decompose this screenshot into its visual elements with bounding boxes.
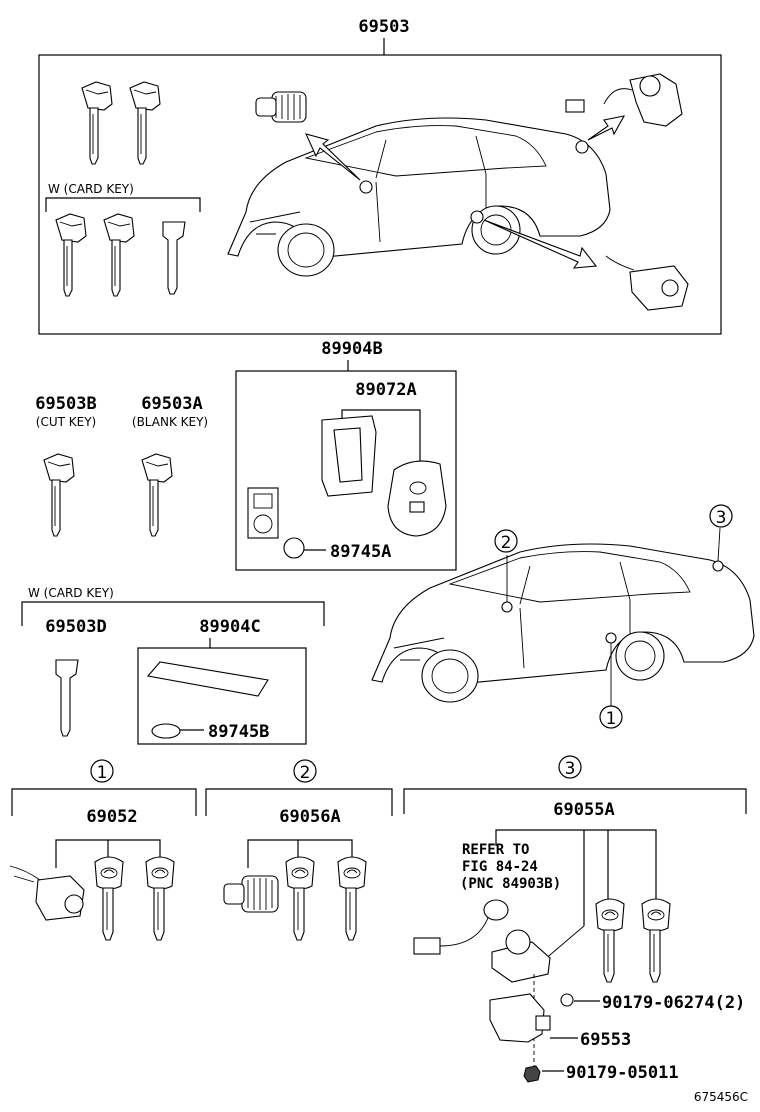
part-label-89904C: 89904C <box>199 617 260 637</box>
emergency-key-icon <box>162 221 186 295</box>
arrow-icon <box>483 219 598 269</box>
refer-line-3: (PNC 84903B) <box>460 876 561 892</box>
cut-key-caption: (CUT KEY) <box>36 415 96 429</box>
lock-bracket-icon <box>489 993 551 1043</box>
battery-icon <box>151 723 181 739</box>
illustration-code: 675456C <box>694 1090 748 1104</box>
key-icon <box>145 856 175 941</box>
trunk-lock-cylinder-icon <box>491 929 551 983</box>
door-lock-cylinder-icon <box>9 865 85 921</box>
cut-key-icon <box>43 453 75 537</box>
arrow-icon <box>305 133 361 181</box>
ignition-cylinder-icon <box>223 875 279 913</box>
blank-key-icon <box>141 453 173 537</box>
part-label-69503D: 69503D <box>45 617 106 637</box>
part-label-69503: 69503 <box>358 17 409 37</box>
part-label-69056A: 69056A <box>279 807 340 827</box>
emergency-key-icon <box>55 659 79 737</box>
part-label-69052: 69052 <box>86 807 137 827</box>
blank-key-caption: (BLANK KEY) <box>132 415 208 429</box>
transmitter-case-icon <box>321 415 377 497</box>
callout-3: 3 <box>716 508 727 528</box>
part-label-89745A: 89745A <box>330 542 391 562</box>
arrow-icon <box>587 115 626 141</box>
cut-key-icon <box>129 81 161 165</box>
part-label-69055A: 69055A <box>553 800 614 820</box>
section-3-marker: 3 <box>565 759 576 779</box>
refer-line-1: REFER TO <box>462 842 529 858</box>
part-label-69553: 69553 <box>580 1030 631 1050</box>
card-key-label: W (CARD KEY) <box>28 586 114 600</box>
key-icon <box>641 898 671 983</box>
refer-line-2: FIG 84-24 <box>462 859 538 875</box>
cut-key-icon <box>81 81 113 165</box>
nut-icon <box>523 1065 541 1083</box>
part-label-90179-06274: 90179-06274(2) <box>602 993 745 1013</box>
remote-kit-box <box>235 370 457 571</box>
card-key-icon <box>146 661 269 697</box>
vehicle-illustration <box>371 543 755 703</box>
key-icon <box>337 856 367 941</box>
door-lock-icon <box>605 255 689 311</box>
trunk-lock-harness-icon <box>413 899 509 955</box>
part-label-69503B: 69503B <box>35 394 96 414</box>
ignition-cylinder-icon <box>255 91 307 123</box>
vehicle-illustration <box>227 117 611 277</box>
battery-icon <box>283 537 305 559</box>
circuit-board-icon <box>247 487 279 539</box>
card-key-icon <box>55 213 87 297</box>
part-label-69503A: 69503A <box>141 394 202 414</box>
card-key-label: W (CARD KEY) <box>48 182 134 196</box>
card-key-icon <box>103 213 135 297</box>
key-icon <box>94 856 124 941</box>
callout-1: 1 <box>606 709 617 729</box>
callout-2: 2 <box>501 533 512 553</box>
part-label-89072A: 89072A <box>355 380 416 400</box>
section-2-marker: 2 <box>300 763 311 783</box>
nut-icon <box>560 993 574 1007</box>
section-1-marker: 1 <box>97 763 108 783</box>
key-icon <box>595 898 625 983</box>
trunk-lock-icon <box>565 73 683 127</box>
card-key-box <box>137 647 307 745</box>
key-icon <box>285 856 315 941</box>
part-label-89745B: 89745B <box>208 722 269 742</box>
key-fob-icon <box>387 460 447 537</box>
part-label-89904B: 89904B <box>321 339 382 359</box>
part-label-90179-05011: 90179-05011 <box>566 1063 679 1083</box>
kit-69503-box <box>38 54 722 335</box>
